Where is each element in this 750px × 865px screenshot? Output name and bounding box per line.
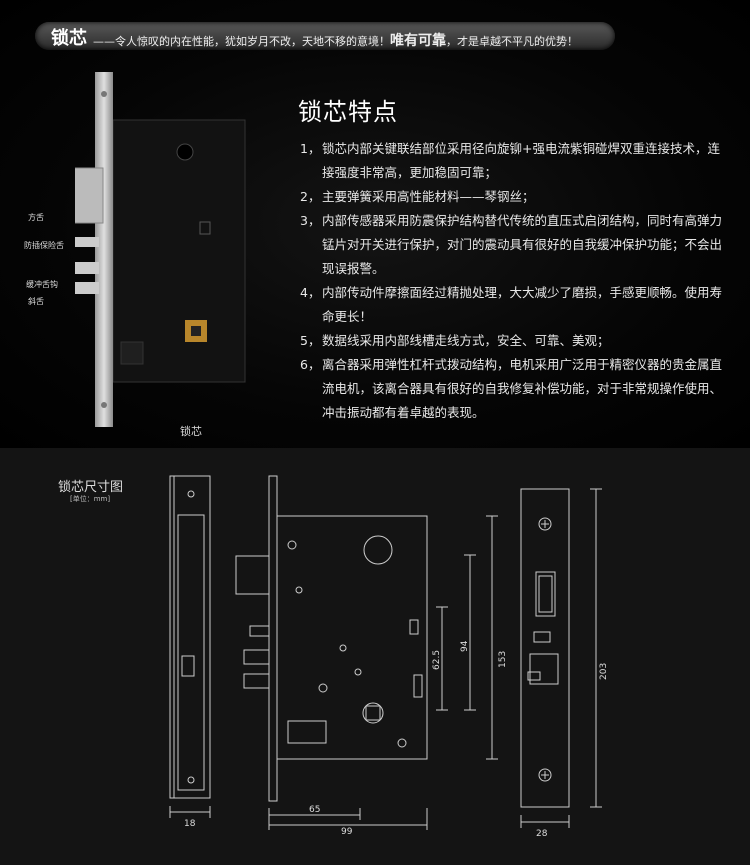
label-anti-pick-latch: 防插保险舌	[24, 241, 64, 250]
feature-number: 2，	[300, 189, 321, 204]
feature-item: 1，锁芯内部关键联结部位采用径向旋铆+强电流紫铜碰焊双重连接技术，连接强度非常高…	[300, 137, 732, 185]
label-slant-latch: 斜舌	[28, 297, 44, 306]
photo-caption: 锁芯	[180, 425, 202, 438]
feature-text: 数据线采用内部线槽走线方式，安全、可靠、美观；	[322, 333, 610, 348]
tagline-part2: ，才是卓越不平凡的优势！	[446, 35, 578, 48]
feature-text: 锁芯内部关键联结部位采用径向旋铆+强电流紫铜碰焊双重连接技术，连接强度非常高，更…	[322, 141, 720, 180]
feature-item: 5，数据线采用内部线槽走线方式，安全、可靠、美观；	[300, 329, 732, 353]
feature-number: 3，	[300, 213, 321, 228]
dimension-title: 锁芯尺寸图	[58, 480, 124, 495]
faceplate-view	[520, 488, 602, 828]
feature-number: 5，	[300, 333, 321, 348]
features-list: 1，锁芯内部关键联结部位采用径向旋铆+强电流紫铜碰焊双重连接技术，连接强度非常高…	[300, 137, 732, 425]
feature-section: 锁芯 ——令人惊叹的内在性能，犹如岁月不改，天地不移的意境！唯有可靠，才是卓越不…	[0, 0, 750, 448]
feature-item: 4，内部传动件摩擦面经过精抛处理，大大减少了磨损，手感更顺畅。使用寿命更长！	[300, 281, 732, 329]
feature-text: 内部传感器采用防震保护结构替代传统的直压式启闭结构，同时有高弹力锰片对开关进行保…	[322, 213, 723, 276]
dim-overall-depth: 99	[341, 827, 353, 837]
lock-photo	[75, 72, 246, 427]
feature-number: 1，	[300, 141, 321, 156]
dim-body-height: 153	[498, 651, 508, 668]
tagline-part1: ——令人惊叹的内在性能，犹如岁月不改，天地不移的意境！	[93, 35, 390, 48]
dim-side-width: 18	[184, 819, 196, 829]
label-square-bolt: 方舌	[28, 213, 44, 222]
feature-number: 4，	[300, 285, 321, 300]
banner-title: 锁芯	[51, 28, 87, 49]
front-view	[235, 475, 498, 830]
feature-item: 6，离合器采用弹性杠杆式拨动结构，电机采用广泛用于精密仪器的贵金属直流电机，该离…	[300, 353, 732, 425]
feature-text: 主要弹簧采用高性能材料——琴钢丝；	[322, 189, 535, 204]
dim-62-5: 62.5	[432, 650, 442, 670]
feature-text: 离合器采用弹性杠杆式拨动结构，电机采用广泛用于精密仪器的贵金属直流电机，该离合器…	[322, 357, 723, 420]
dim-faceplate-height: 203	[599, 663, 609, 680]
dimension-section	[0, 448, 750, 865]
banner: 锁芯 ——令人惊叹的内在性能，犹如岁月不改，天地不移的意境！唯有可靠，才是卓越不…	[35, 22, 615, 50]
dim-faceplate-width: 28	[536, 829, 548, 839]
feature-item: 2，主要弹簧采用高性能材料——琴钢丝；	[300, 185, 732, 209]
label-buffer-hook: 缓冲舌钩	[26, 280, 58, 289]
feature-item: 3，内部传感器采用防震保护结构替代传统的直压式启闭结构，同时有高弹力锰片对开关进…	[300, 209, 732, 281]
feature-text: 内部传动件摩擦面经过精抛处理，大大减少了磨损，手感更顺畅。使用寿命更长！	[322, 285, 723, 324]
dim-body-depth: 65	[309, 805, 320, 815]
tagline-highlight: 唯有可靠	[390, 33, 446, 49]
dim-94: 94	[460, 640, 470, 652]
features-title: 锁芯特点	[298, 98, 398, 126]
dimension-drawing: 18 65 99 28 62.5 94 153 203	[169, 475, 609, 839]
side-view	[169, 475, 211, 818]
feature-number: 6，	[300, 357, 321, 372]
banner-tagline: ——令人惊叹的内在性能，犹如岁月不改，天地不移的意境！唯有可靠，才是卓越不平凡的…	[93, 30, 578, 50]
dimension-unit: [单位：mm]	[70, 495, 111, 503]
